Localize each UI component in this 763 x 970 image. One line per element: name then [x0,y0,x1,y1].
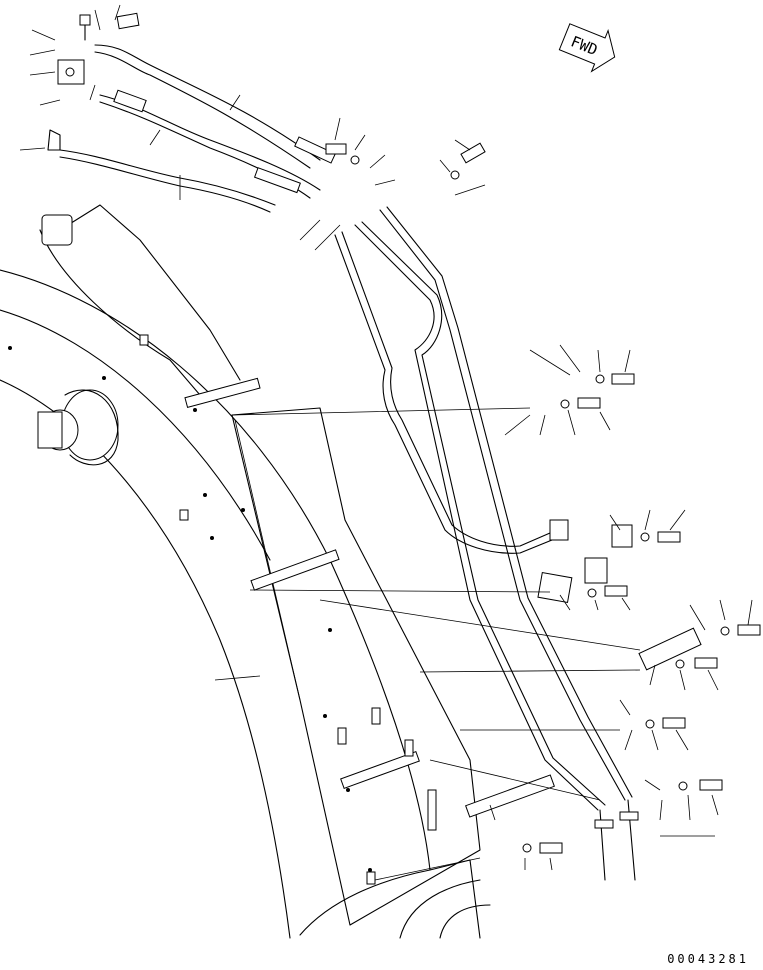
pipe-clamps [184,377,702,818]
bolt-washer-sets [325,142,761,854]
hydraulic-hoses [59,12,336,213]
boom-body [0,204,491,939]
boom-detail-marks [8,334,437,885]
boom-pin-boss [37,389,119,466]
steel-pipe-lines [334,206,639,881]
drawing-code: 00043281 [667,952,749,966]
callout-leader-lines [19,4,753,881]
fwd-arrow-icon: FWD [558,23,616,73]
cylinder-head-connection [41,14,91,246]
